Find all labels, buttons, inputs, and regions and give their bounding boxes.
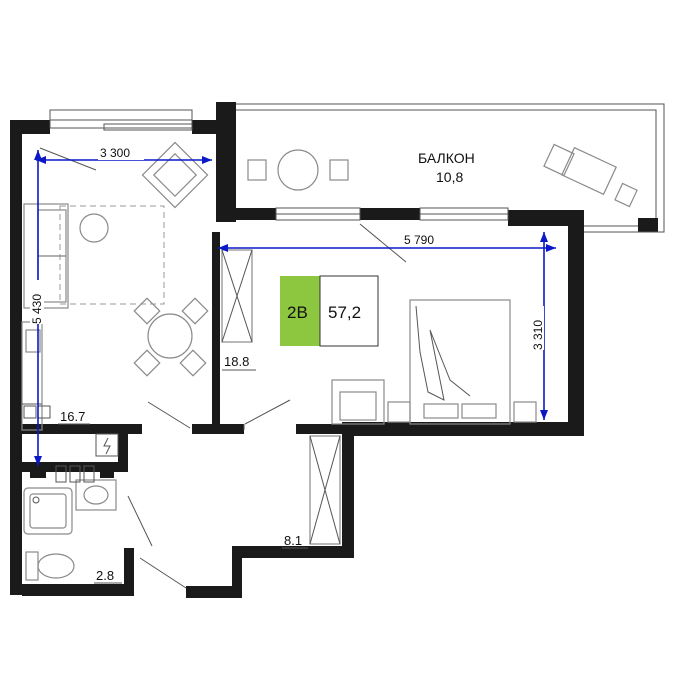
hallway-furniture [95, 433, 341, 589]
kitchen-length-label: 5 430 [30, 294, 44, 324]
bathroom-fixtures [23, 465, 117, 581]
balcony-name: БАЛКОН [418, 150, 475, 166]
balcony-area: 10,8 [436, 169, 463, 185]
bedroom-furniture [221, 223, 537, 430]
badge-code-background [280, 276, 320, 346]
apartment-total-area: 57,2 [328, 303, 361, 322]
apartment-code: 2B [287, 303, 308, 322]
kitchen-furniture [21, 141, 291, 431]
bedroom-depth-label: 3 310 [531, 320, 545, 350]
windows [49, 103, 665, 233]
bathroom-area: 2.8 [96, 568, 114, 583]
walls [10, 102, 658, 598]
room-labels: БАЛКОН 10,8 16.7 18.8 8.1 2.8 [58, 150, 475, 584]
kitchen-area: 16.7 [60, 409, 85, 424]
bedroom-area: 18.8 [224, 354, 249, 369]
dimension-labels: 3 300 5 430 5 790 3 310 [30, 146, 545, 350]
balcony-furniture [247, 143, 638, 208]
kitchen-width-label: 3 300 [100, 146, 130, 160]
hallway-area: 8.1 [284, 533, 302, 548]
apartment-badge: 2B 57,2 [280, 275, 379, 347]
bedroom-width-label: 5 790 [404, 233, 434, 247]
